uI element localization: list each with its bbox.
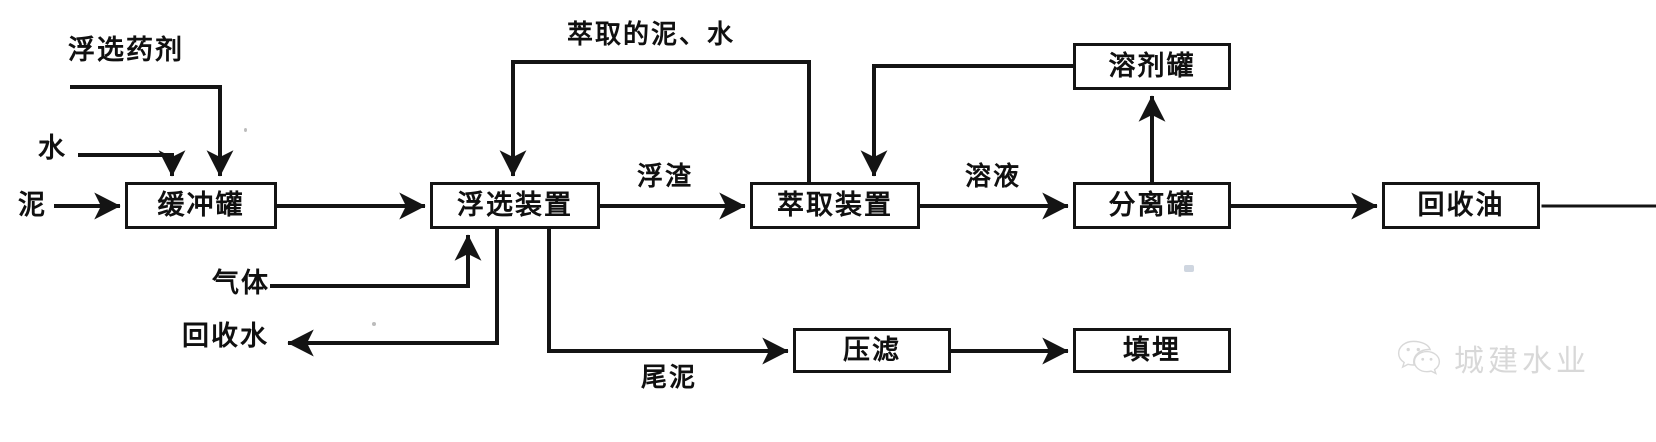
edge-label-tail-sludge: 尾泥: [641, 363, 698, 392]
edge-label-extracted-sludge-water: 萃取的泥、水: [567, 20, 736, 49]
node-label: 浮选装置: [457, 190, 573, 220]
node-label: 缓冲罐: [157, 190, 245, 220]
node-label: 萃取装置: [777, 190, 893, 220]
edge-water-to-buffer: [78, 150, 186, 177]
node-label: 分离罐: [1108, 190, 1196, 220]
scan-speck: [244, 128, 247, 132]
edge-label-solution: 溶液: [965, 162, 1022, 191]
output-label-recycled-water: 回收水: [182, 321, 269, 351]
edge-gas-to-flotation: [270, 234, 482, 288]
edge-solvent-to-extraction: [860, 64, 1075, 177]
scan-speck: [372, 322, 376, 326]
input-label-sludge: 泥: [18, 190, 47, 220]
watermark: 城建水业: [1396, 336, 1590, 380]
node-buffer-tank[interactable]: 缓冲罐: [125, 182, 277, 229]
edge-extraction-to-flotation-recycle: [499, 60, 811, 184]
node-recovered-oil[interactable]: 回收油: [1382, 182, 1540, 229]
node-label: 压滤: [843, 335, 901, 365]
node-separation-tank[interactable]: 分离罐: [1073, 182, 1231, 229]
edge-reagent-to-buffer: [70, 85, 234, 177]
input-label-water: 水: [38, 133, 67, 163]
input-label-flotation-reagent: 浮选药剂: [68, 35, 184, 65]
watermark-text: 城建水业: [1454, 344, 1590, 379]
node-flotation-unit[interactable]: 浮选装置: [430, 182, 600, 229]
node-solvent-tank[interactable]: 溶剂罐: [1073, 43, 1231, 90]
scan-speck: [1184, 265, 1194, 272]
node-landfill[interactable]: 填埋: [1073, 328, 1231, 373]
edge-label-froth: 浮渣: [637, 162, 694, 191]
node-filter-press[interactable]: 压滤: [793, 328, 951, 373]
node-label: 溶剂罐: [1108, 51, 1196, 81]
node-extraction-unit[interactable]: 萃取装置: [750, 182, 920, 229]
wechat-icon: [1396, 338, 1442, 378]
node-label: 回收油: [1417, 190, 1505, 220]
input-label-gas: 气体: [212, 268, 270, 298]
edge-flotation-to-recycled-water: [287, 227, 499, 357]
node-label: 填埋: [1123, 335, 1181, 365]
edge-flotation-to-filterpress: [547, 227, 789, 365]
